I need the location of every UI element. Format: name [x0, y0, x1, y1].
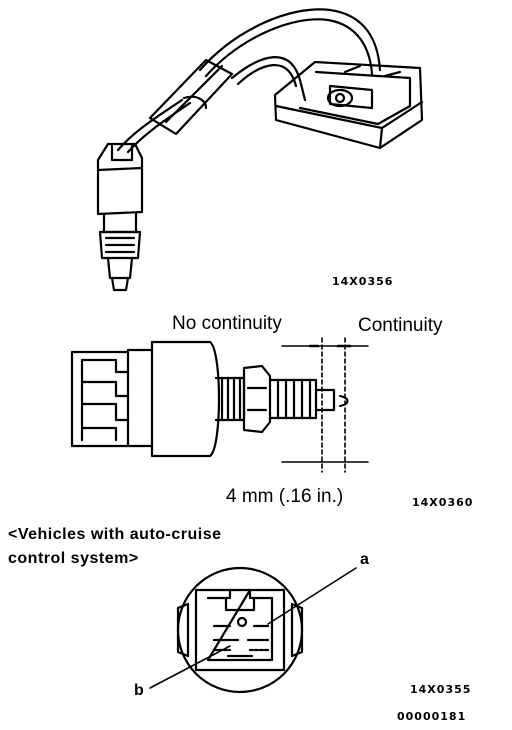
callout-leaders: [149, 567, 357, 689]
document-code: 00000181: [397, 710, 467, 723]
gauge-lines: [281, 337, 369, 473]
connector-end-view: [176, 566, 304, 694]
switch-harness-illustration: [96, 8, 424, 292]
heading-line-2: control system>: [8, 550, 139, 567]
figure2-code: 14X0360: [412, 496, 474, 509]
switch-side-view: [70, 340, 336, 458]
no-continuity-label: No continuity: [172, 313, 282, 334]
dimension-label: 4 mm (.16 in.): [226, 486, 344, 507]
figure3-code: 14X0355: [410, 683, 472, 696]
callout-b-label: b: [134, 682, 145, 699]
callout-a-label: a: [360, 551, 370, 568]
continuity-label: Continuity: [358, 315, 443, 336]
heading-line-1: <Vehicles with auto-cruise: [8, 526, 222, 543]
figure1-code: 14X0356: [332, 275, 394, 288]
